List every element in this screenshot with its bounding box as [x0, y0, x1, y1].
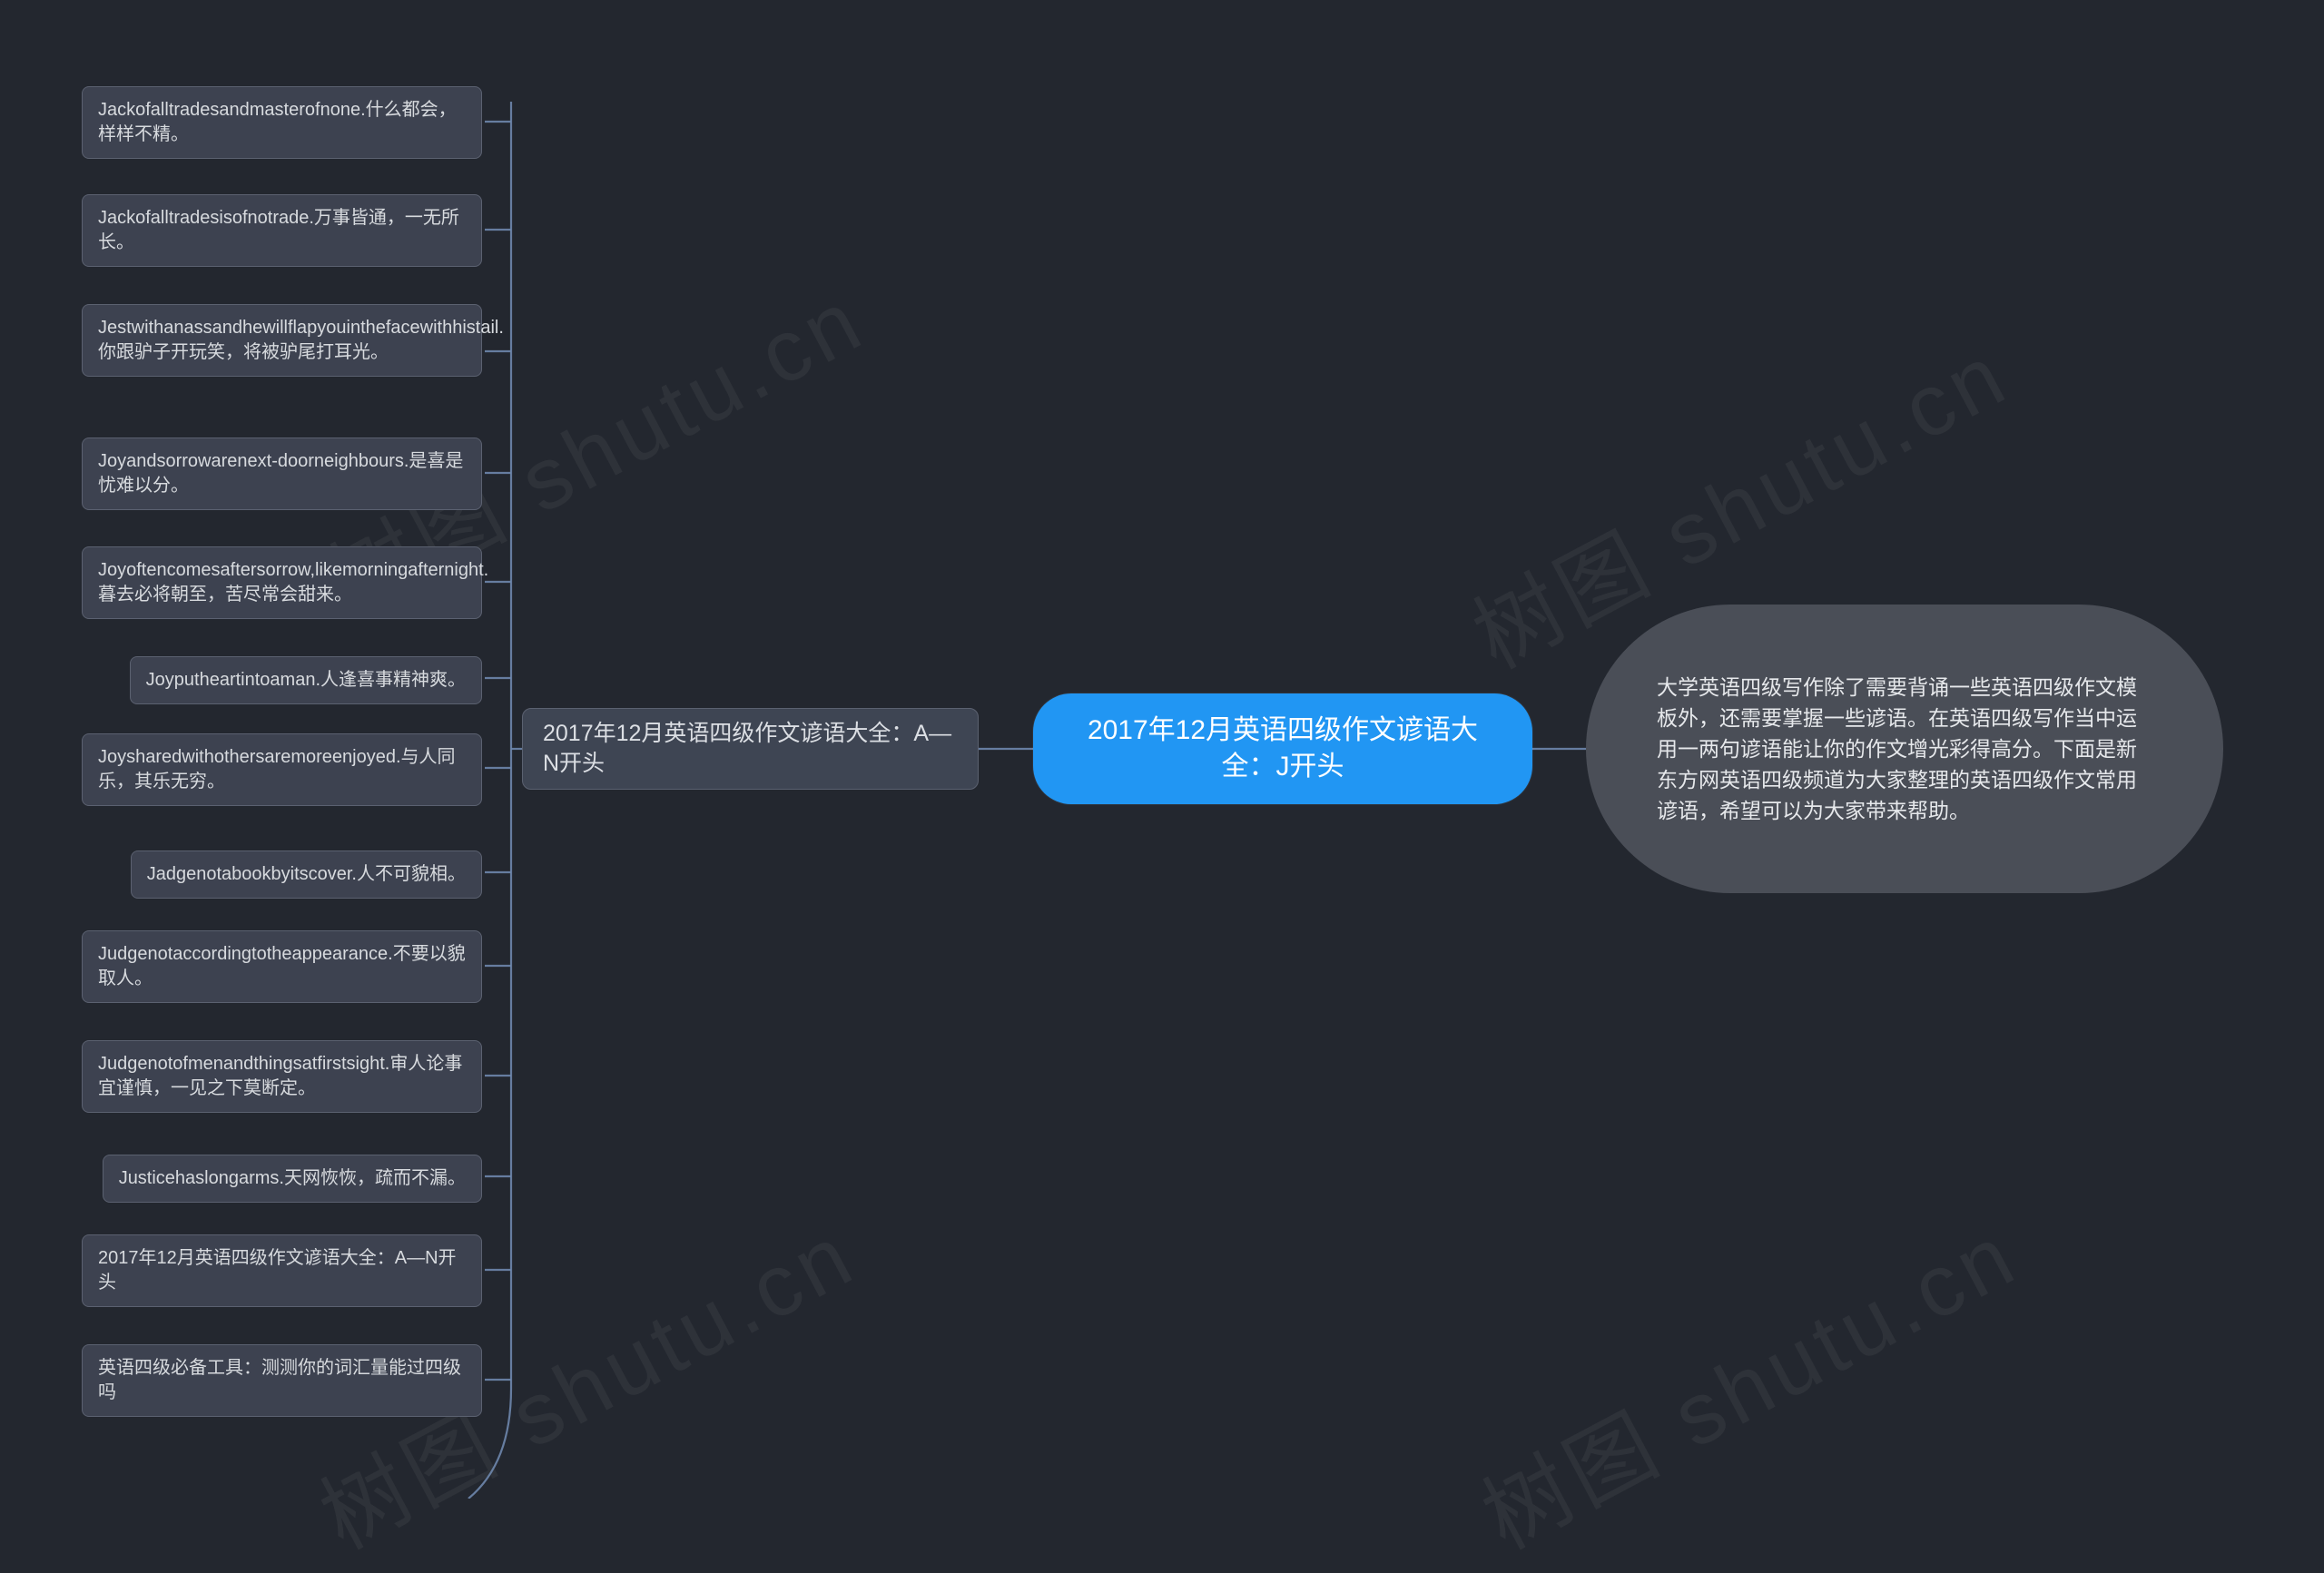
related-link-node[interactable]: 2017年12月英语四级作文谚语大全：A—N开头 — [82, 1234, 482, 1307]
proverb-node-label: Joysharedwithothersaremoreenjoyed.与人同乐，其… — [98, 747, 456, 791]
parent-topic-node[interactable]: 2017年12月英语四级作文谚语大全：A—N开头 — [522, 708, 979, 790]
proverb-node[interactable]: Judgenotaccordingtotheappearance.不要以貌取人。 — [82, 930, 482, 1003]
proverb-node[interactable]: Jackofalltradesandmasterofnone.什么都会，样样不精… — [82, 86, 482, 159]
proverb-node-label: Jackofalltradesisofnotrade.万事皆通，一无所长。 — [98, 208, 459, 252]
proverb-node[interactable]: Joyputheartintoaman.人逢喜事精神爽。 — [129, 656, 482, 704]
proverb-node[interactable]: Jadgenotabookbyitscover.人不可貌相。 — [130, 850, 482, 899]
central-topic-label: 2017年12月英语四级作文谚语大全：J开头 — [1087, 715, 1479, 782]
proverb-node-label: Judgenotofmenandthingsatfirstsight.审人论事宜… — [98, 1054, 463, 1098]
related-link-label: 2017年12月英语四级作文谚语大全：A—N开头 — [98, 1248, 457, 1293]
proverb-node[interactable]: Jestwithanassandhewillflapyouinthefacewi… — [82, 304, 504, 377]
proverb-node[interactable]: Joyandsorrowarenext-doorneighbours.是喜是忧难… — [82, 437, 482, 510]
proverb-node-label: Jackofalltradesandmasterofnone.什么都会，样样不精… — [98, 100, 457, 144]
proverb-node[interactable]: Justicehaslongarms.天网恢恢，疏而不漏。 — [102, 1155, 482, 1203]
connector-lines — [468, 102, 1586, 1499]
central-topic-node[interactable]: 2017年12月英语四级作文谚语大全：J开头 — [1033, 693, 1532, 804]
proverb-node[interactable]: Jackofalltradesisofnotrade.万事皆通，一无所长。 — [82, 194, 482, 267]
proverb-node[interactable]: Judgenotofmenandthingsatfirstsight.审人论事宜… — [82, 1040, 482, 1113]
related-link-node[interactable]: 英语四级必备工具：测测你的词汇量能过四级吗 — [82, 1344, 482, 1417]
mindmap-canvas: 树图 shutu.cn 树图 shutu.cn 树图 shutu.cn 树图 s… — [82, 86, 2223, 1568]
proverb-node-label: Judgenotaccordingtotheappearance.不要以貌取人。 — [98, 944, 466, 988]
proverb-node-label: Joyoftencomesaftersorrow,likemorningafte… — [98, 560, 489, 605]
summary-bubble-text: 大学英语四级写作除了需要背诵一些英语四级作文模板外，还需要掌握一些谚语。在英语四… — [1657, 675, 2137, 822]
proverb-node-label: Joyandsorrowarenext-doorneighbours.是喜是忧难… — [98, 451, 464, 496]
proverb-node-label: Jadgenotabookbyitscover.人不可貌相。 — [146, 864, 466, 884]
parent-topic-label: 2017年12月英语四级作文谚语大全：A—N开头 — [543, 721, 952, 776]
related-link-label: 英语四级必备工具：测测你的词汇量能过四级吗 — [98, 1358, 461, 1402]
proverb-node[interactable]: Joysharedwithothersaremoreenjoyed.与人同乐，其… — [82, 733, 482, 806]
proverb-node-label: Justicehaslongarms.天网恢恢，疏而不漏。 — [118, 1168, 466, 1188]
summary-bubble-node[interactable]: 大学英语四级写作除了需要背诵一些英语四级作文模板外，还需要掌握一些谚语。在英语四… — [1586, 605, 2223, 893]
proverb-node-label: Joyputheartintoaman.人逢喜事精神爽。 — [145, 670, 466, 690]
proverb-node[interactable]: Joyoftencomesaftersorrow,likemorningafte… — [82, 546, 488, 619]
proverb-node-label: Jestwithanassandhewillflapyouinthefacewi… — [98, 318, 504, 362]
